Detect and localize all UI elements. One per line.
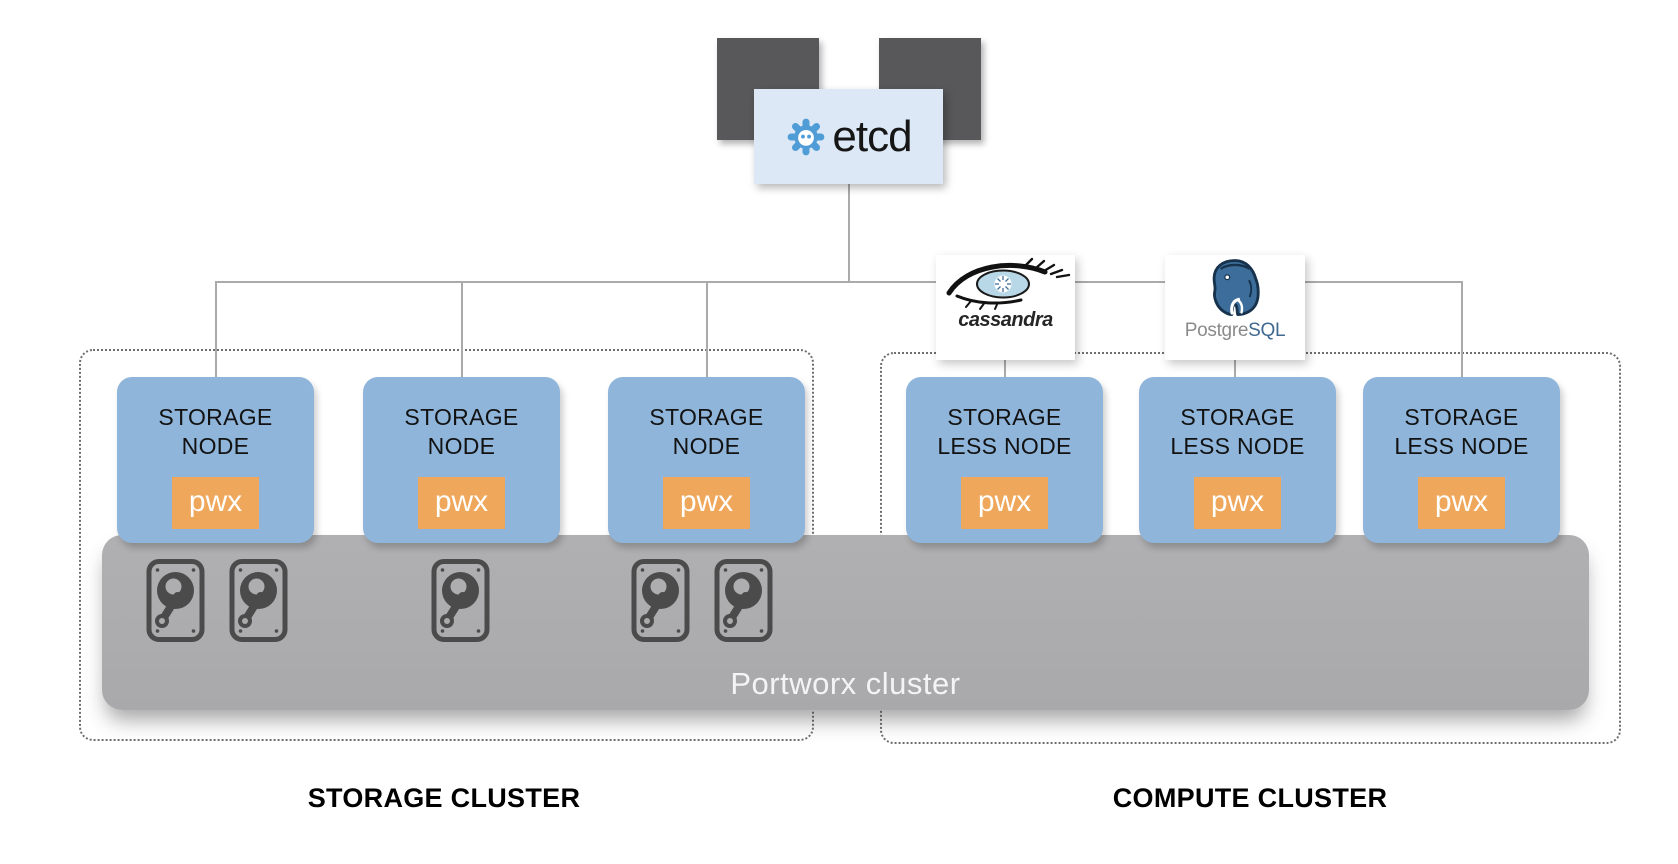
etcd-gear-icon <box>788 118 825 155</box>
hdd-disk-icon <box>630 558 691 643</box>
node-title: STORAGE NODE <box>158 404 273 459</box>
storage-node-3: STORAGE NODE pwx <box>608 377 805 543</box>
pwx-badge: pwx <box>1194 477 1281 529</box>
node-title: STORAGE LESS NODE <box>1394 404 1529 459</box>
postgresql-label: PostgreSQL <box>1184 320 1286 341</box>
cassandra-eye-icon <box>946 257 1070 310</box>
cassandra-label: cassandra <box>958 309 1053 331</box>
postgresql-card: PostgreSQL <box>1165 255 1305 360</box>
node-title: STORAGE LESS NODE <box>1170 404 1305 459</box>
storage-node-1: STORAGE NODE pwx <box>117 377 314 543</box>
pwx-badge: pwx <box>172 477 259 529</box>
storageless-node-1: STORAGE LESS NODE pwx <box>906 377 1103 543</box>
compute-cluster-label: COMPUTE CLUSTER <box>1112 783 1388 813</box>
storageless-node-3: STORAGE LESS NODE pwx <box>1363 377 1560 543</box>
drop-line-node1 <box>215 281 217 377</box>
pwx-badge: pwx <box>961 477 1048 529</box>
hdd-disk-icon <box>713 558 774 643</box>
pwx-badge: pwx <box>663 477 750 529</box>
etcd-node: etcd <box>754 89 943 184</box>
node-title: STORAGE NODE <box>404 404 519 459</box>
bus-line <box>216 281 1463 283</box>
node-title: STORAGE NODE <box>649 404 764 459</box>
drop-line-node2 <box>461 281 463 377</box>
cassandra-card: cassandra <box>936 255 1075 360</box>
hdd-disk-icon <box>430 558 491 643</box>
node-title: STORAGE LESS NODE <box>937 404 1072 459</box>
storageless-node-2: STORAGE LESS NODE pwx <box>1139 377 1336 543</box>
etcd-label: etcd <box>832 111 912 161</box>
postgresql-elephant-icon <box>1212 259 1260 317</box>
drop-line-node6 <box>1461 281 1463 377</box>
hdd-disk-icon <box>145 558 206 643</box>
hdd-disk-icon <box>228 558 289 643</box>
portworx-cluster-band <box>102 535 1589 710</box>
portworx-cluster-label: Portworx cluster <box>730 666 961 701</box>
pwx-badge: pwx <box>418 477 505 529</box>
etcd-stem-line <box>848 184 850 282</box>
storage-node-2: STORAGE NODE pwx <box>363 377 560 543</box>
storage-cluster-label: STORAGE CLUSTER <box>307 783 581 813</box>
drop-line-node3 <box>706 281 708 377</box>
pwx-badge: pwx <box>1418 477 1505 529</box>
